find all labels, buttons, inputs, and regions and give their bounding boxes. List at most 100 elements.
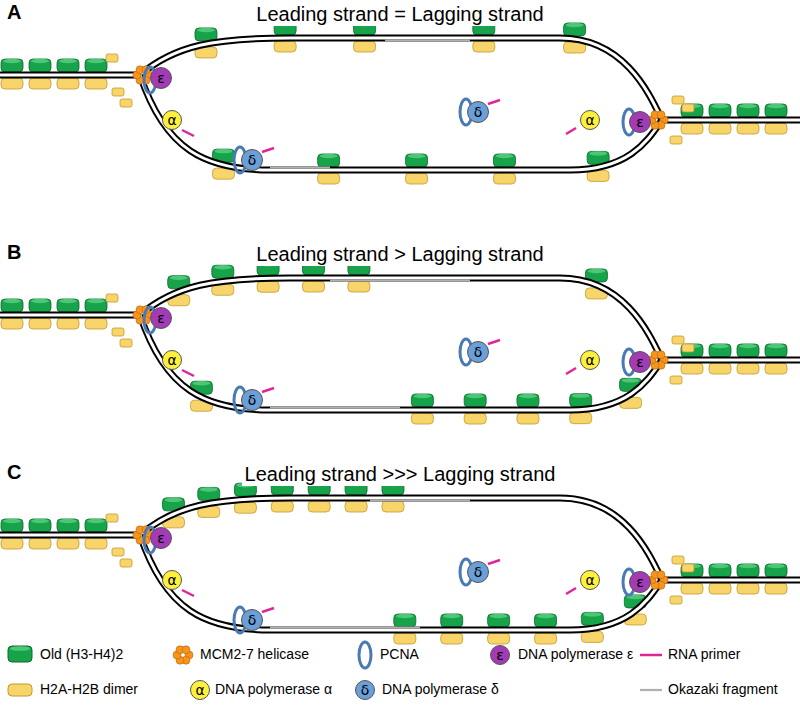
drawing-part xyxy=(1,22,787,184)
drawing-part xyxy=(1,482,787,644)
polymerase-letter: α xyxy=(195,683,204,697)
drawing-part xyxy=(488,560,500,564)
drawing-part xyxy=(0,498,800,630)
legend-text: RNA primer xyxy=(668,646,740,663)
drawing-part xyxy=(493,154,515,167)
panel-title: Leading strand >>> Lagging strand xyxy=(242,462,559,486)
drawing-part xyxy=(0,38,800,170)
legend-text: MCM2-7 helicase xyxy=(200,646,309,663)
drawing-part xyxy=(657,111,665,119)
drawing-part xyxy=(1,262,787,424)
drawing-part xyxy=(318,173,340,184)
fork-panel xyxy=(0,262,800,424)
drawing-part xyxy=(140,498,662,580)
drawing-part xyxy=(681,344,703,357)
drawing-part xyxy=(662,577,800,584)
drawing-part xyxy=(197,28,215,32)
legend-text: Old (H3-H4)2 xyxy=(40,646,123,663)
polymerase-letter: ε xyxy=(636,575,644,589)
polymerase-letter: α xyxy=(585,353,594,367)
drawing-part xyxy=(488,633,510,644)
drawing-part xyxy=(57,299,79,312)
drawing-part xyxy=(57,78,79,89)
drawing-part xyxy=(0,74,140,77)
drawing-part xyxy=(31,299,49,303)
drawing-part xyxy=(517,413,539,424)
drawing-part xyxy=(1,299,23,312)
drawing-part xyxy=(464,394,486,407)
legend-text: DNA polymerase α xyxy=(215,681,332,698)
legend-text: Okazaki fragment xyxy=(668,681,778,698)
drawing-part xyxy=(140,75,662,170)
panel-letter: A xyxy=(4,0,24,24)
drawing-part xyxy=(396,614,414,618)
drawing-part xyxy=(737,363,759,374)
polymerase-circle: α xyxy=(580,570,600,590)
drawing-part xyxy=(535,633,557,644)
drawing-part xyxy=(57,538,79,549)
polymerase-circle: α xyxy=(580,110,600,130)
polymerase-letter: δ xyxy=(474,105,483,119)
drawing-part xyxy=(640,654,662,657)
drawing-part xyxy=(271,501,293,512)
polymerase-circle: ε xyxy=(490,645,510,665)
drawing-part xyxy=(406,154,428,167)
drawing-part xyxy=(566,23,584,27)
drawing-part xyxy=(87,59,105,63)
drawing-part xyxy=(120,339,132,347)
polymerase-letter: ε xyxy=(636,115,644,129)
drawing-part xyxy=(657,571,665,579)
drawing-part xyxy=(382,501,404,512)
drawing-part xyxy=(672,96,684,104)
drawing-part xyxy=(330,279,470,281)
drawing-part xyxy=(711,104,729,108)
drawing-part xyxy=(682,564,694,572)
drawing-part xyxy=(466,394,484,398)
drawing-part xyxy=(583,612,601,616)
polymerase-letter: δ xyxy=(248,393,257,407)
drawing-part xyxy=(200,487,218,491)
drawing-part xyxy=(112,328,124,336)
drawing-part xyxy=(0,532,140,539)
drawing-part xyxy=(662,357,800,364)
drawing-part xyxy=(182,590,194,596)
drawing-part xyxy=(308,501,330,512)
drawing-part xyxy=(270,166,330,168)
drawing-part xyxy=(85,538,107,549)
polymerase-letter: ε xyxy=(496,648,504,662)
drawing-part xyxy=(57,519,79,532)
polymerase-letter: δ xyxy=(361,683,370,697)
drawing-part xyxy=(1,78,23,89)
drawing-part xyxy=(709,363,731,374)
drawing-part xyxy=(57,318,79,329)
drawing-part xyxy=(106,514,694,633)
panel-letter: C xyxy=(4,460,24,484)
fork-panel xyxy=(0,482,800,644)
drawing-part xyxy=(140,38,662,120)
drawing-part xyxy=(140,315,662,410)
drawing-part xyxy=(212,265,234,278)
drawing-part xyxy=(106,514,118,522)
polymerase-letter: α xyxy=(167,573,176,587)
drawing-part xyxy=(0,314,140,317)
drawing-part xyxy=(767,104,785,108)
drawing-part xyxy=(140,315,662,410)
drawing-part xyxy=(517,394,539,407)
drawing-part xyxy=(441,614,463,627)
drawing-part xyxy=(385,39,470,41)
polymerase-letter: δ xyxy=(248,613,257,627)
drawing-part xyxy=(8,684,32,696)
drawing-part xyxy=(234,502,256,513)
drawing-part xyxy=(3,299,21,303)
polymerase-circle: δ xyxy=(467,561,489,583)
drawing-part xyxy=(709,104,731,117)
drawing-part xyxy=(765,123,787,134)
polymerase-letter: δ xyxy=(248,153,257,167)
drawing-part xyxy=(570,413,592,424)
drawing-part xyxy=(411,413,433,424)
drawing-part xyxy=(85,318,107,329)
drawing-part xyxy=(411,394,433,407)
drawing-part xyxy=(370,499,470,501)
drawing-part xyxy=(709,564,731,577)
